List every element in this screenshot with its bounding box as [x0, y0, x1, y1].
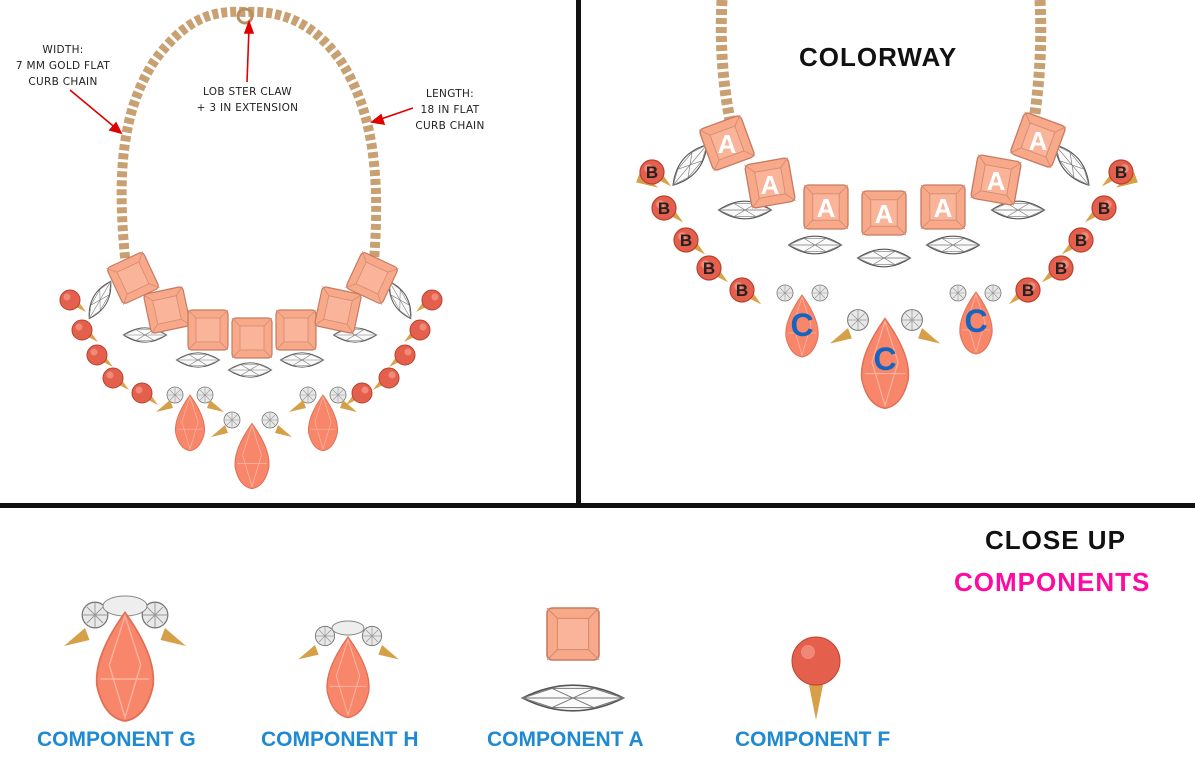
component-g-label: COMPONENT G: [37, 728, 196, 751]
svg-text:C: C: [790, 307, 813, 343]
vertical-divider: [576, 0, 581, 506]
necklace-colorway-view: A A A A A A A B B B B B B B B B B C: [636, 0, 1138, 410]
svg-text:C: C: [964, 303, 987, 339]
svg-text:B: B: [703, 259, 715, 278]
svg-text:A: A: [934, 193, 953, 223]
component-h-image: [298, 620, 399, 719]
curb-chain: [715, 0, 736, 122]
component-f-image: [791, 636, 841, 720]
letter-c-labels: C C C: [790, 303, 987, 377]
annotation-arrows: [69, 19, 414, 135]
svg-text:A: A: [817, 193, 836, 223]
length-annotation: LENGTH: 18 IN FLAT CURB CHAIN: [415, 88, 485, 132]
component-a-image: [521, 607, 625, 712]
component-a-label: COMPONENT A: [487, 728, 644, 751]
component-g-image: [64, 595, 186, 722]
curb-chain: [1028, 0, 1047, 121]
colorway-title: COLORWAY: [799, 42, 958, 72]
components-heading: COMPONENTS: [954, 567, 1151, 597]
svg-text:A: A: [1029, 126, 1048, 156]
svg-text:B: B: [646, 163, 658, 182]
svg-text:B: B: [680, 231, 692, 250]
width-annotation: WIDTH: 7 MM GOLD FLAT CURB CHAIN: [15, 44, 111, 88]
component-h-label: COMPONENT H: [261, 728, 419, 751]
pendant-stones: [156, 386, 357, 490]
letter-a-labels: A A A A A A A: [718, 126, 1048, 229]
svg-text:B: B: [658, 199, 670, 218]
necklace-front-view: [59, 6, 443, 490]
svg-text:B: B: [1055, 259, 1067, 278]
svg-text:B: B: [1075, 231, 1087, 250]
horizontal-divider: [0, 503, 1195, 508]
svg-text:C: C: [873, 341, 896, 377]
lobster-claw-clasp: [236, 7, 254, 25]
svg-text:A: A: [987, 166, 1006, 196]
closeup-title: CLOSE UP: [985, 525, 1126, 555]
letter-b-labels: B B B B B B B B B B: [646, 163, 1127, 300]
component-f-label: COMPONENT F: [735, 728, 891, 751]
svg-text:A: A: [875, 199, 894, 229]
svg-text:A: A: [718, 129, 737, 159]
curb-chain: [116, 6, 382, 286]
svg-text:B: B: [736, 281, 748, 300]
svg-text:B: B: [1115, 163, 1127, 182]
svg-text:B: B: [1022, 281, 1034, 300]
svg-text:A: A: [761, 170, 780, 200]
clasp-annotation: LOB STER CLAW + 3 IN EXTENSION: [196, 86, 299, 114]
svg-text:B: B: [1098, 199, 1110, 218]
